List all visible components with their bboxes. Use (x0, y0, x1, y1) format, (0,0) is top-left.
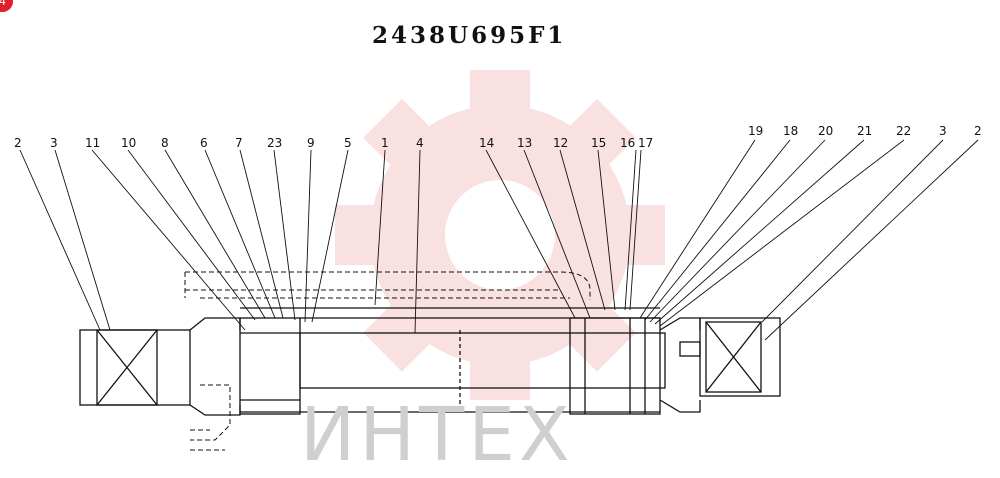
label-19: 19 (748, 124, 763, 138)
label-5: 5 (344, 136, 352, 150)
cylinder-outline (79, 307, 781, 416)
label-6: 6 (200, 136, 208, 150)
label-21: 21 (857, 124, 872, 138)
label-23: 23 (267, 136, 282, 150)
label-3-right: 3 (939, 124, 947, 138)
label-2-left: 2 (14, 136, 22, 150)
label-12: 12 (553, 136, 568, 150)
label-10: 10 (121, 136, 136, 150)
label-16: 16 (620, 136, 635, 150)
label-22: 22 (896, 124, 911, 138)
label-9: 9 (307, 136, 315, 150)
label-11: 11 (85, 136, 100, 150)
label-14: 14 (479, 136, 494, 150)
label-18: 18 (783, 124, 798, 138)
label-4: 4 (416, 136, 424, 150)
label-8: 8 (161, 136, 169, 150)
label-2-right: 2 (974, 124, 982, 138)
left-bushing (96, 329, 158, 406)
right-bushing (705, 321, 762, 393)
label-17: 17 (638, 136, 653, 150)
hydraulic-line (184, 271, 591, 451)
drawing-number: 2438U695F1 (372, 22, 567, 49)
label-15: 15 (591, 136, 606, 150)
piston-rod (299, 332, 666, 389)
watermark-text: ИНТЕХ (300, 392, 574, 478)
leader-lines (19, 139, 979, 341)
label-20: 20 (818, 124, 833, 138)
page-badge: 4 (0, 0, 13, 12)
piston (569, 317, 661, 415)
right-clevis-eye (699, 317, 781, 397)
label-1: 1 (381, 136, 389, 150)
watermark-gear-logo (335, 70, 665, 400)
label-13: 13 (517, 136, 532, 150)
label-3-left: 3 (50, 136, 58, 150)
label-7: 7 (235, 136, 243, 150)
part-number-labels: 2 3 11 10 8 6 7 23 9 5 1 4 14 13 12 15 1… (14, 124, 982, 150)
